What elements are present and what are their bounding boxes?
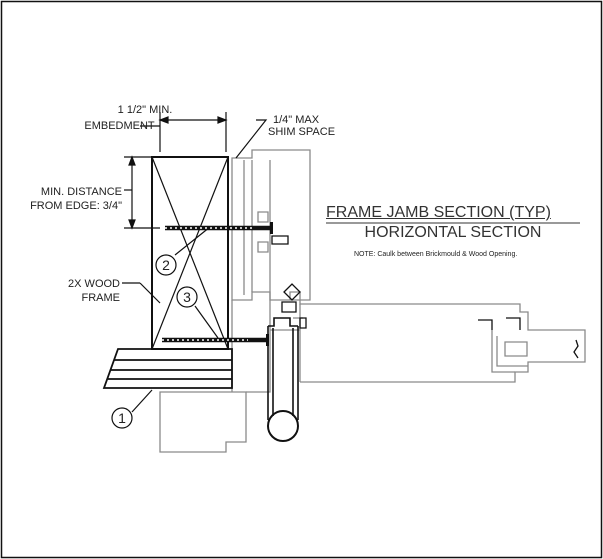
upper-screw [165,222,273,234]
anchor-clips [271,235,579,359]
dimension-lines [124,112,228,230]
lower-screw [162,334,269,346]
caulk-bead [267,410,299,442]
callout-2-number: 2 [162,257,170,273]
callout-2-circle [155,254,177,276]
min-distance-label-line1: MIN. DISTANCE [40,186,122,198]
leader-lines [122,119,268,413]
callout-3-number: 3 [183,289,191,305]
callout-1-number: 1 [118,410,126,426]
embedment-label-line1: 1 1/2" MIN. [117,104,173,116]
callout-3-circle [176,286,198,308]
min-distance-label-line2: FROM EDGE: 3/4" [30,200,122,212]
embedment-label-line2: EMBEDMENT [84,120,155,132]
wood-frame-label-line2: FRAME [81,292,121,304]
callout-circles [111,254,198,429]
screws [162,222,273,346]
caulk-note: NOTE: Caulk between Brickmould & Wood Op… [354,251,518,258]
shim-label-line1: 1/4" MAX [273,114,320,126]
section-subtitle: HORIZONTAL SECTION [364,224,542,241]
shim-label-line2: SHIM SPACE [268,126,336,138]
section-title: FRAME JAMB SECTION (TYP) [326,204,551,221]
brickmould [267,317,299,420]
sill-boards [102,348,233,389]
window-frame-outline [159,149,586,453]
wood-frame-label-line1: 2X WOOD [68,278,120,290]
callout-1-circle [111,407,133,429]
wood-stud [151,156,229,350]
